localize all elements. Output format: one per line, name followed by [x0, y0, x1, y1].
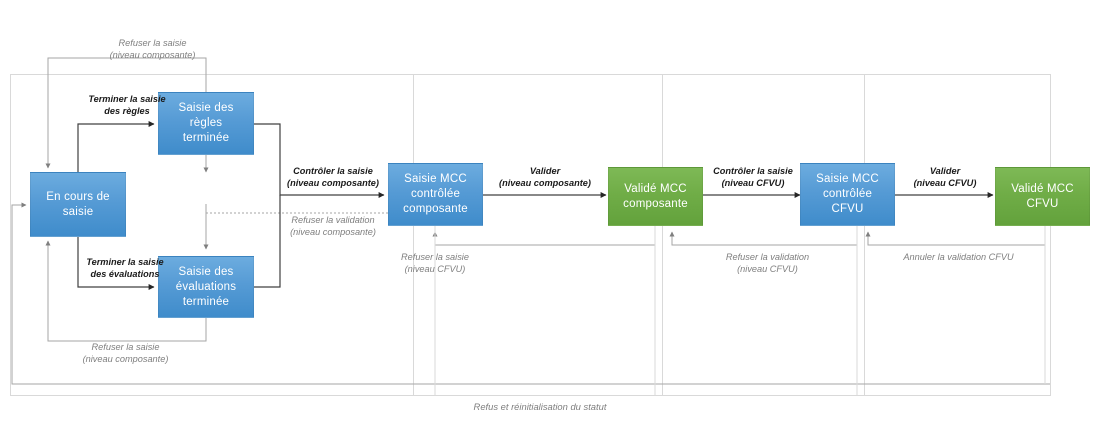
edge-terminer-la-saisie-des-evaluations	[77, 237, 155, 290]
node-en-cours-de-saisie[interactable]: En cours de saisie	[30, 172, 126, 237]
edge-refuser-la-validation-niveau-cfvu	[669, 226, 858, 246]
frame-stub-lines	[434, 226, 1046, 395]
node-label: Saisie MCC contrôlée composante	[403, 173, 468, 215]
container-frame	[10, 74, 1051, 396]
edge-reset-statut-loop	[11, 202, 1050, 385]
edge-refuser-la-saisie-niveau-composante-haut	[45, 57, 207, 169]
node-valide-mcc-composante[interactable]: Validé MCC composante	[608, 167, 703, 226]
edge-refuser-la-saisie-niveau-composante-bas	[45, 240, 207, 342]
node-label: Validé MCC composante	[623, 182, 688, 210]
edge-annuler-la-validation-cfvu	[865, 226, 1046, 246]
node-label: Saisie des règles terminée	[178, 102, 234, 144]
node-saisie-mcc-controlee-composante[interactable]: Saisie MCC contrôlée composante	[388, 163, 483, 226]
node-label: Saisie des évaluations terminée	[175, 265, 237, 308]
node-label: En cours de saisie	[46, 190, 110, 218]
node-label: Validé MCC CFVU	[1011, 182, 1074, 210]
edge-terminer-la-saisie-des-regles	[77, 121, 155, 172]
node-saisie-mcc-controlee-cfvu[interactable]: Saisie MCC contrôlée CFVU	[800, 163, 895, 226]
node-label: Saisie MCC contrôlée CFVU	[816, 173, 879, 215]
edge-controler-la-saisie-niveau-composante	[254, 123, 385, 288]
diagram-caption: Refus et réinitialisation du statut	[473, 401, 607, 412]
node-valide-mcc-cfvu[interactable]: Validé MCC CFVU	[995, 167, 1090, 226]
edge-refuser-la-saisie-niveau-cfvu	[432, 226, 656, 246]
node-saisie-des-regles-terminee[interactable]: Saisie des règles terminée	[158, 92, 254, 155]
node-saisie-des-evaluations-terminee[interactable]: Saisie des évaluations terminée	[158, 256, 254, 318]
